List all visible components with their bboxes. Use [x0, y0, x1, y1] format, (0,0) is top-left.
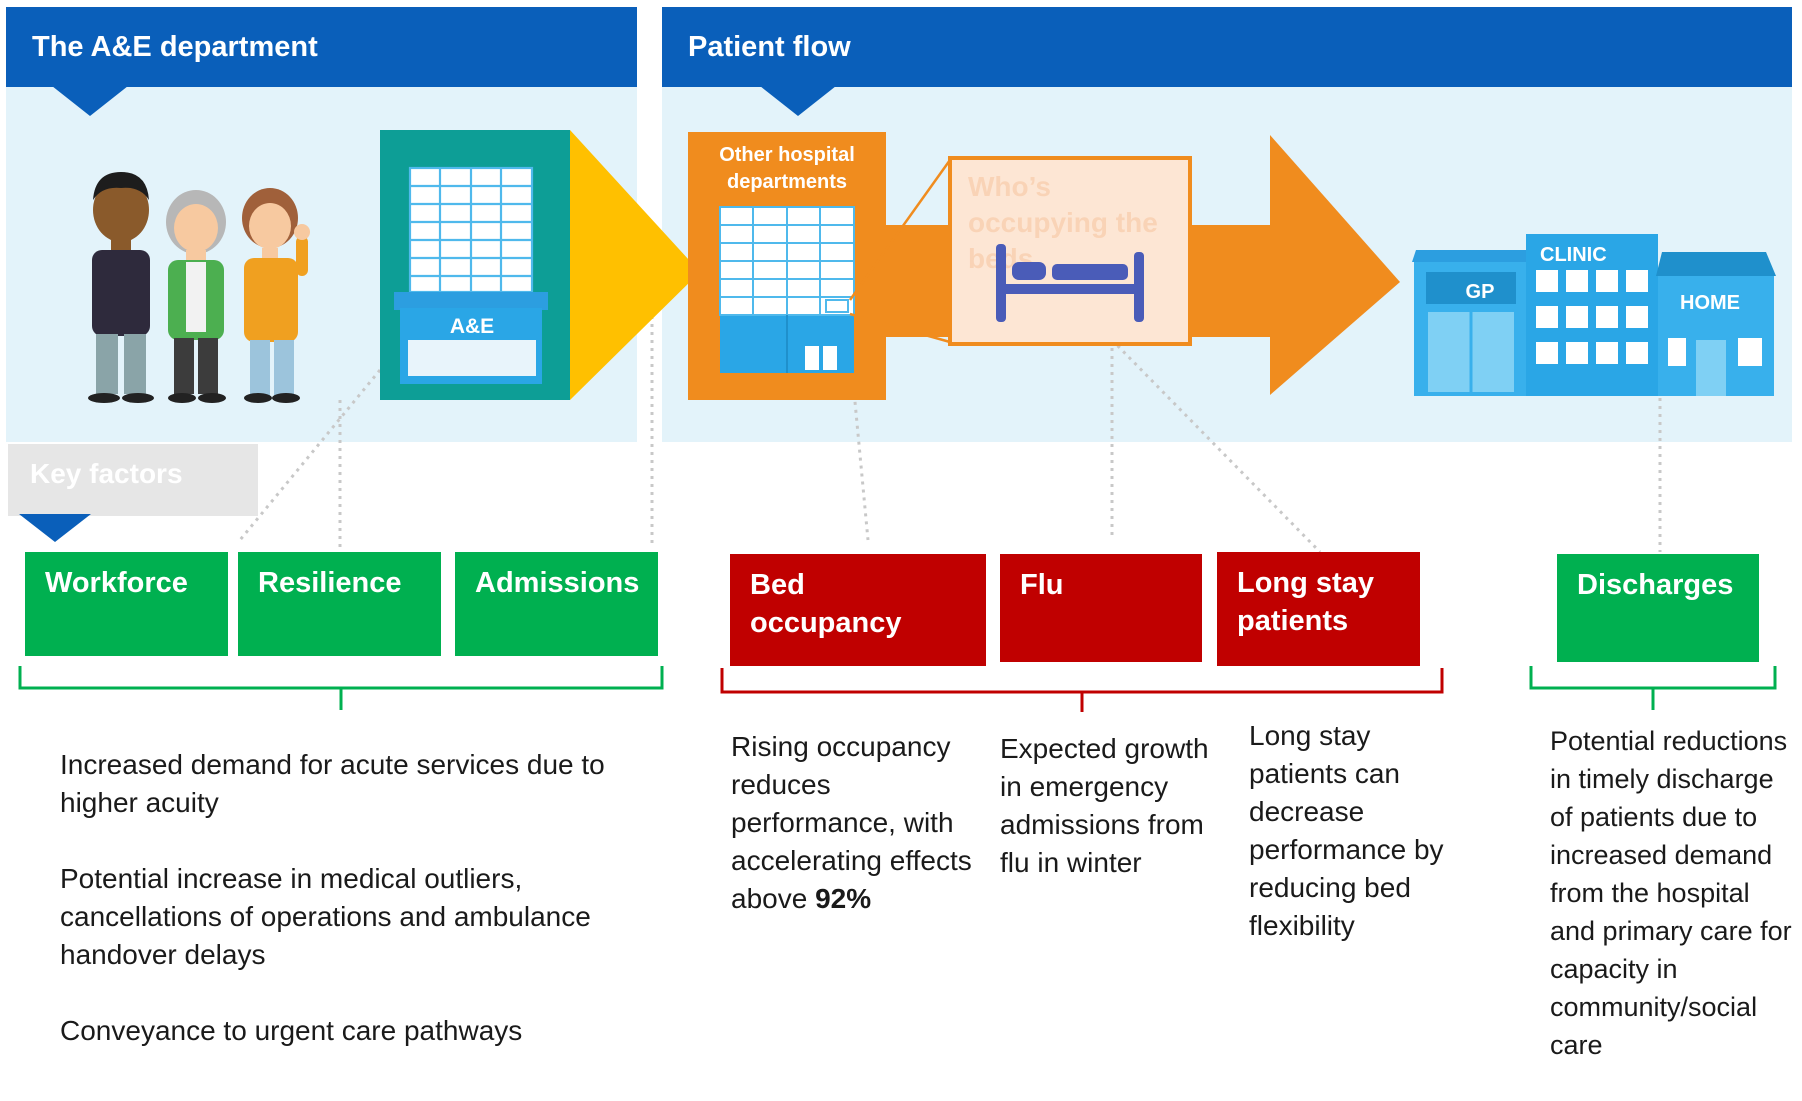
factor-bed-occupancy-label-line1: Bed	[750, 569, 805, 601]
factor-admissions: Admissions	[455, 552, 658, 656]
person-icon	[88, 172, 154, 403]
callout-text-line1: Who’s	[968, 171, 1051, 202]
ae-description-1: Increased demand for acute services due …	[60, 749, 605, 818]
bed-callout: Who’s occupying the beds	[948, 156, 1192, 346]
bed-occupancy-description: Rising occupancy reduces performance, wi…	[731, 728, 993, 918]
ae-factors-description: Increased demand for acute services due …	[60, 746, 640, 1088]
long-stay-description: Long stay patients can decrease performa…	[1249, 717, 1469, 945]
key-factors-label: Key factors	[30, 458, 183, 489]
factor-bed-occupancy-label-line2: occupancy	[750, 607, 902, 639]
gp-building-icon: GP	[1412, 250, 1530, 396]
clinic-label: CLINIC	[1540, 244, 1607, 266]
key-factors-tab: Key factors	[8, 444, 258, 516]
factor-discharges: Discharges	[1557, 554, 1759, 662]
callout-line-bottom	[849, 312, 951, 344]
home-building-icon: HOME	[1656, 252, 1776, 396]
ae-flow-arrow	[570, 130, 700, 400]
callout-line-top	[848, 159, 952, 301]
flow-panel-header: Patient flow	[662, 7, 1792, 87]
ae-panel-header: The A&E department	[6, 7, 637, 87]
bed-occupancy-threshold: 92%	[815, 883, 872, 914]
person-icon	[166, 190, 226, 403]
bed-icon	[996, 244, 1144, 322]
flow-panel-title: Patient flow	[688, 30, 851, 63]
hospital-factors-bracket	[720, 668, 1444, 712]
staff-people-illustration	[88, 172, 310, 403]
ae-panel-title: The A&E department	[32, 30, 318, 63]
gp-label: GP	[1466, 281, 1495, 303]
dotted-connectors	[238, 300, 1662, 554]
factor-bed-occupancy: Bed occupancy	[730, 554, 986, 666]
flow-header-pointer	[760, 86, 836, 116]
discharge-factor-bracket	[1529, 666, 1777, 710]
ae-description-3: Conveyance to urgent care pathways	[60, 1015, 523, 1046]
flu-description: Expected growth in emergency admissions …	[1000, 730, 1226, 882]
factor-workforce-label: Workforce	[45, 567, 188, 599]
factor-discharges-label: Discharges	[1577, 569, 1734, 601]
callout-text-line2: occupying the	[968, 207, 1158, 238]
ae-building-illustration: A&E	[380, 130, 570, 400]
key-factors-pointer	[19, 514, 91, 542]
discharges-description: Potential reductions in timely discharge…	[1550, 722, 1800, 1064]
bed-occupancy-description-text: Rising occupancy reduces performance, wi…	[731, 731, 972, 914]
factor-long-stay-label-line2: patients	[1237, 605, 1349, 637]
ae-factors-bracket	[18, 666, 664, 710]
clinic-building-icon: CLINIC	[1526, 234, 1658, 396]
factor-long-stay-label-line1: Long stay	[1237, 567, 1374, 599]
flu-description-text: Expected growth in emergency admissions …	[1000, 733, 1209, 878]
factor-resilience-label: Resilience	[258, 567, 402, 599]
factor-resilience: Resilience	[238, 552, 441, 656]
other-hospital-label-line1: Other hospital	[719, 144, 855, 166]
factor-admissions-label: Admissions	[475, 567, 640, 599]
long-stay-description-text: Long stay patients can decrease performa…	[1249, 720, 1444, 941]
factor-long-stay: Long stay patients	[1217, 552, 1420, 666]
factor-flu: Flu	[1000, 554, 1202, 662]
ae-building-label: A&E	[450, 315, 494, 338]
ae-description-2: Potential increase in medical outliers, …	[60, 863, 591, 970]
home-label: HOME	[1680, 292, 1740, 314]
factor-flu-label: Flu	[1020, 569, 1064, 601]
factor-workforce: Workforce	[25, 552, 228, 656]
person-icon	[242, 188, 310, 403]
other-hospital-departments-illustration: Other hospital departments	[688, 132, 886, 400]
other-hospital-label-line2: departments	[727, 171, 847, 193]
ae-header-pointer	[52, 86, 128, 116]
discharges-description-text: Potential reductions in timely discharge…	[1550, 726, 1792, 1060]
community-care-buildings: GP CLINIC HOM	[1412, 234, 1776, 396]
